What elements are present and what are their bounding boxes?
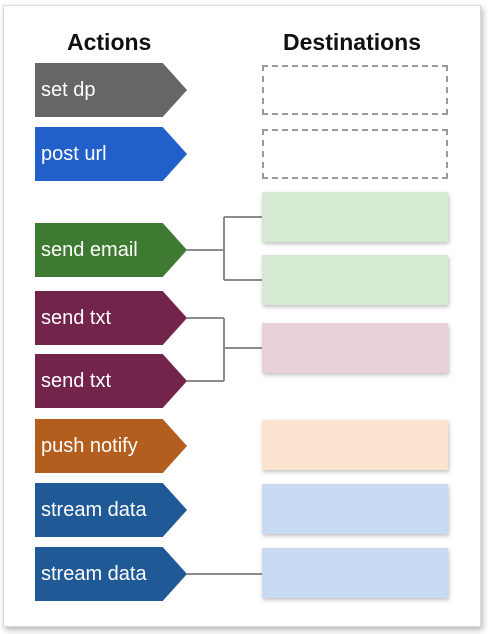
destination-3 xyxy=(262,192,448,242)
action-label: send email xyxy=(41,239,138,261)
action-post-url: post url xyxy=(35,127,187,181)
action-label: post url xyxy=(41,143,107,165)
action-stream-data-2: stream data xyxy=(35,547,187,601)
action-label: stream data xyxy=(41,499,147,521)
action-label: stream data xyxy=(41,563,147,585)
action-label: push notify xyxy=(41,435,138,457)
actions-heading: Actions xyxy=(67,29,152,55)
action-push-notify: push notify xyxy=(35,419,187,473)
action-label: set dp xyxy=(41,79,96,101)
destination-6 xyxy=(262,420,448,470)
connector-email-split xyxy=(187,216,262,281)
destination-1 xyxy=(262,65,448,115)
action-stream-data-1: stream data xyxy=(35,483,187,537)
action-label: send txt xyxy=(41,370,112,392)
action-send-email: send email xyxy=(35,223,187,277)
destination-2 xyxy=(262,129,448,179)
action-send-txt-2: send txt xyxy=(35,354,187,408)
connector-txt-merge xyxy=(187,317,262,382)
action-send-txt-1: send txt xyxy=(35,291,187,345)
destination-4 xyxy=(262,255,448,305)
action-set-dp: set dp xyxy=(35,63,187,117)
destinations-heading: Destinations xyxy=(283,29,422,55)
destination-5 xyxy=(262,323,448,373)
destination-8 xyxy=(262,548,448,598)
action-label: send txt xyxy=(41,307,112,329)
destination-7 xyxy=(262,484,448,534)
